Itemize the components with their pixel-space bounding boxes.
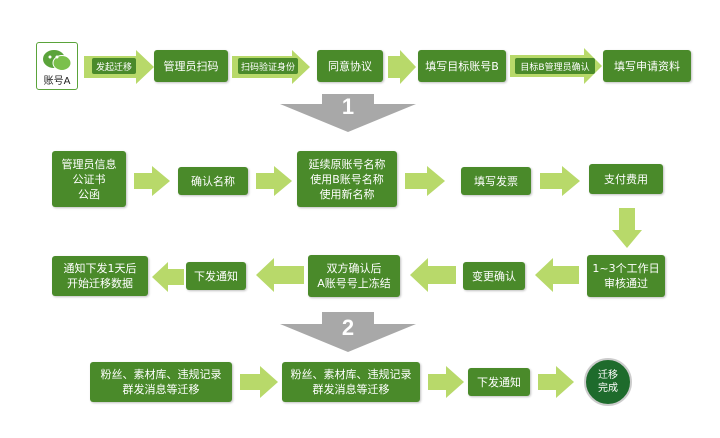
box-issue-notice: 下发通知 xyxy=(186,262,246,290)
box-review-passed: 1~3个工作日 审核通过 xyxy=(587,255,665,297)
box-agree-protocol: 同意协议 xyxy=(317,50,383,82)
box-name-options: 延续原账号名称 使用B账号名称 使用新名称 xyxy=(297,151,397,207)
arrow-7 xyxy=(405,166,445,196)
label-start-migration: 发起迁移 xyxy=(92,58,136,74)
box-both-confirm: 双方确认后 A账号号上冻结 xyxy=(308,255,400,297)
step-1-number: 1 xyxy=(341,94,355,119)
arrow-3 xyxy=(388,50,416,84)
arrow-13 xyxy=(240,366,278,398)
arrow-14 xyxy=(428,366,464,398)
box-migrate-assets-2: 粉丝、素材库、违规记录 群发消息等迁移 xyxy=(282,362,420,402)
arrow-12 xyxy=(535,258,579,292)
box-target-account: 填写目标账号B xyxy=(418,50,506,82)
arrow-10 xyxy=(256,258,304,292)
step-1-arrow xyxy=(280,94,416,132)
box-pay-fee: 支付费用 xyxy=(589,164,663,194)
label-scan-verify: 扫码验证身份 xyxy=(238,58,298,74)
box-start-data-migration: 通知下发1天后 开始迁移数据 xyxy=(52,256,148,296)
arrow-11 xyxy=(410,258,456,292)
arrow-6 xyxy=(256,166,292,196)
box-admin-info: 管理员信息 公证书 公函 xyxy=(52,151,126,207)
box-confirm-name: 确认名称 xyxy=(178,167,248,195)
box-admin-scan: 管理员扫码 xyxy=(154,50,228,82)
box-final-notice: 下发通知 xyxy=(468,368,530,396)
wechat-account-a: 账号A xyxy=(36,42,78,90)
arrow-down-right xyxy=(612,208,642,248)
wechat-icon xyxy=(43,50,72,71)
arrow-9 xyxy=(152,262,184,292)
migration-complete-badge: 迁移 完成 xyxy=(584,358,632,406)
label-target-admin-confirm: 目标B管理员确认 xyxy=(515,58,595,74)
arrow-15 xyxy=(538,366,574,398)
box-migrate-assets-1: 粉丝、素材库、违规记录 群发消息等迁移 xyxy=(90,362,232,402)
box-change-confirm: 变更确认 xyxy=(463,262,525,290)
box-fill-application: 填写申请资料 xyxy=(603,50,691,82)
account-a-label: 账号A xyxy=(43,76,71,87)
arrow-5 xyxy=(134,166,170,196)
step-2-number: 2 xyxy=(341,315,355,340)
box-fill-invoice: 填写发票 xyxy=(461,167,531,195)
step-2-arrow xyxy=(280,312,416,352)
arrow-8 xyxy=(540,166,580,196)
